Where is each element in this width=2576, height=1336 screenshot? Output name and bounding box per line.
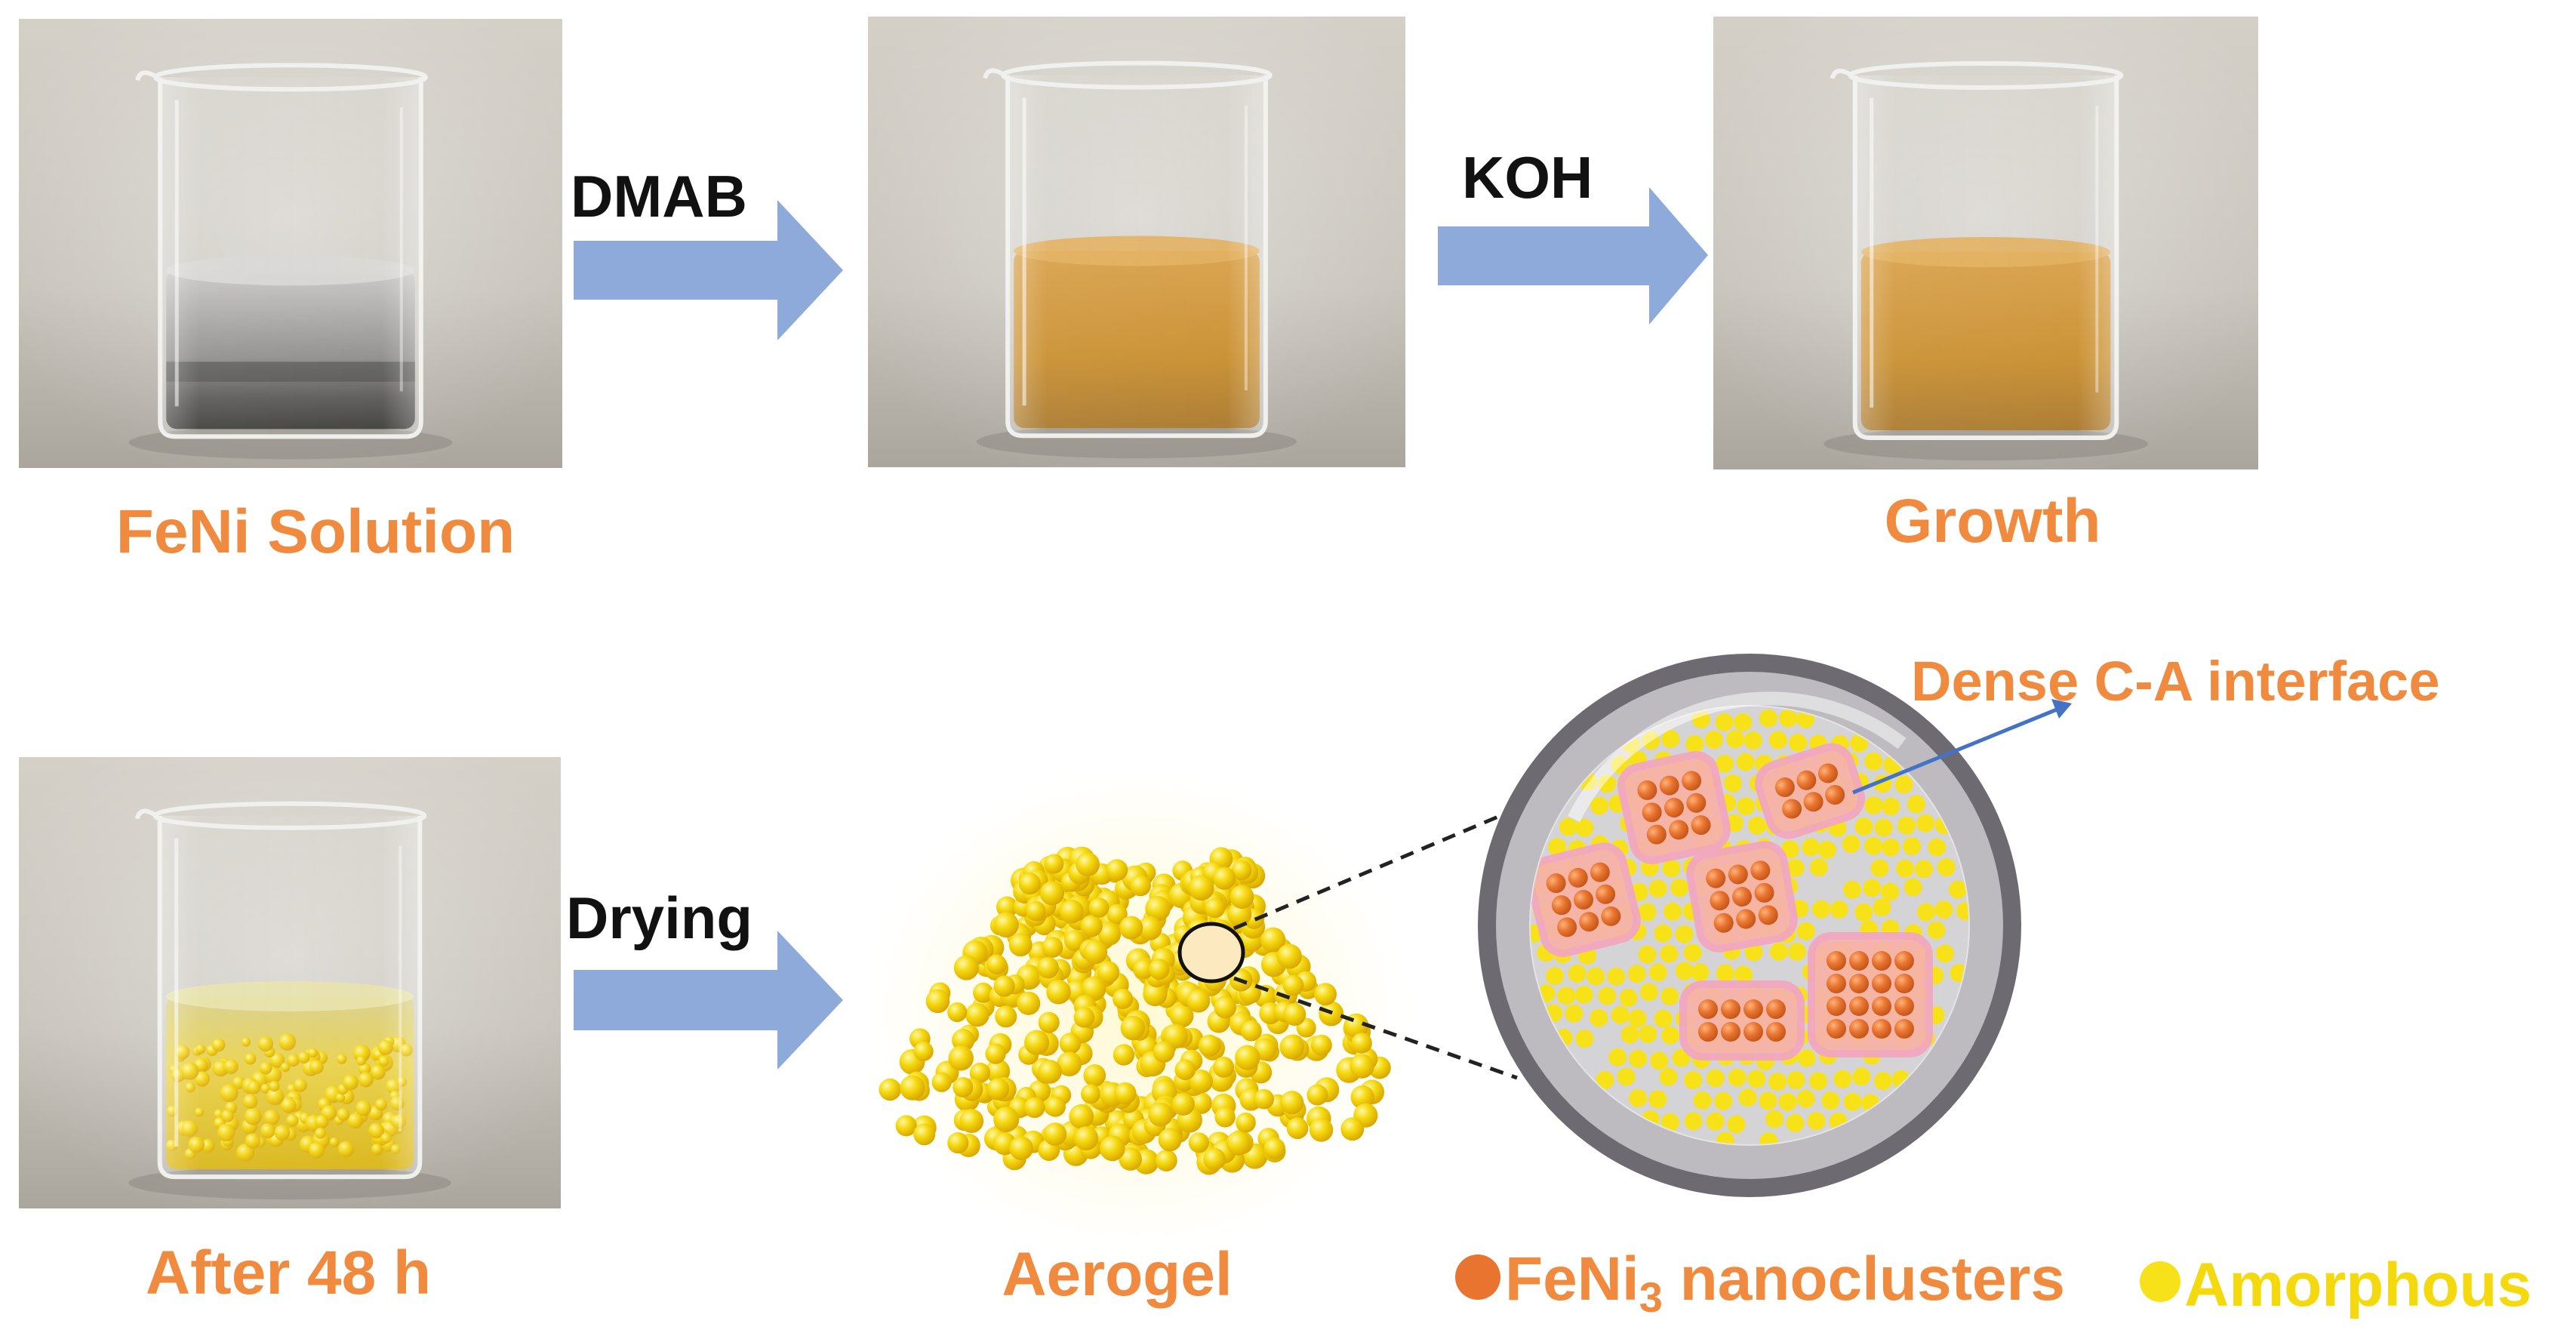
interface-pointer-head [2051, 699, 2072, 719]
legend-amorphous-marker [2140, 1261, 2181, 1302]
interface-pointer [1852, 707, 2057, 795]
after-48h-label: After 48 h [146, 1239, 431, 1307]
photo-feni-solution [19, 19, 562, 468]
arrow-koh [1438, 187, 1708, 325]
zoom-view [1478, 654, 2021, 1197]
legend: FeNi3 nanoclusters Amorphous [1455, 1245, 2531, 1321]
photo-after-48h [19, 757, 561, 1208]
zoom-marker [1177, 922, 1245, 984]
legend-crystal-label: FeNi3 nanoclusters [1505, 1245, 2065, 1321]
zoom-line-top [1233, 804, 1524, 931]
drying-label: Drying [566, 885, 752, 951]
arrow-drying [574, 931, 843, 1070]
koh-label: KOH [1462, 144, 1593, 211]
photo-dmab-added [868, 17, 1405, 467]
dmab-label: DMAB [571, 163, 747, 229]
growth-label: Growth [1885, 487, 2101, 556]
arrow-dmab [574, 200, 843, 340]
legend-amorphous-label: Amorphous [2184, 1251, 2531, 1319]
legend-crystal-marker [1455, 1254, 1500, 1300]
interface-label: Dense C-A interface [1911, 650, 2439, 713]
aerogel-cluster [864, 770, 1408, 1253]
feni-solution-label: FeNi Solution [116, 497, 515, 566]
zoom-line-bottom [1233, 976, 1518, 1080]
photo-growth [1713, 17, 2258, 469]
